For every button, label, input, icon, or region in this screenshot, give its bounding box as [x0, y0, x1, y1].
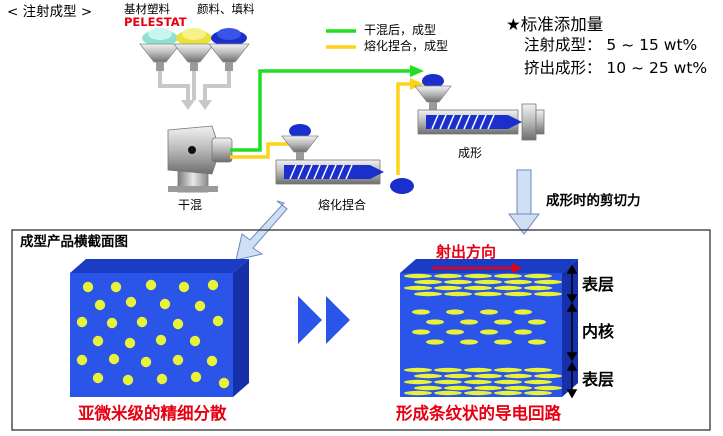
pigment-pile-icon — [211, 28, 247, 46]
layer-brackets — [566, 264, 578, 399]
dosage-injection: 注射成型： 5 ~ 15 wt% — [524, 36, 698, 54]
station-dry-mixing: 干混 — [178, 198, 203, 212]
melt-mix-line — [230, 142, 294, 159]
resin-pile-icon — [142, 28, 178, 46]
product-pile-icon — [176, 28, 212, 46]
diagram-title: < 注射成型 > — [7, 4, 93, 20]
injection-direction-arrow-icon — [432, 263, 522, 273]
legend-dry-mix: 干混后，成型 — [364, 23, 437, 37]
dosage-title: ★标准添加量 — [506, 15, 604, 34]
melt-mix-line-2 — [396, 82, 412, 175]
pigment-label: 颜料、填料 — [197, 2, 255, 16]
product-label: PELESTAT — [124, 15, 187, 29]
station-molding: 成形 — [458, 146, 483, 160]
cross-section-title: 成型产品横截面图 — [20, 234, 128, 250]
molding-machine-icon — [414, 74, 545, 141]
legend-melt-mix: 熔化捏合，成型 — [364, 39, 449, 53]
resin-label: 基材塑料 — [124, 2, 170, 16]
shear-force-arrow-icon — [508, 169, 540, 235]
feed-arrows-icon — [158, 71, 231, 110]
right-caption: 形成条纹状的导电回路 — [396, 404, 561, 423]
material-funnels-icon — [139, 43, 250, 71]
layer-top-label: 表层 — [582, 275, 615, 294]
cross-section-frame — [11, 229, 711, 431]
kneading-extruder-icon — [275, 124, 414, 194]
melt-mix-arrowhead-2 — [410, 78, 424, 90]
left-caption: 亚微米级的精细分散 — [78, 404, 227, 423]
dry-mixer-icon — [167, 125, 233, 193]
injection-direction-label: 射出方向 — [436, 243, 497, 261]
layer-core-label: 内核 — [582, 322, 615, 341]
layer-bottom-label: 表层 — [582, 370, 615, 389]
dry-mix-line — [230, 69, 412, 152]
station-melt-kneading: 熔化捏合 — [318, 198, 367, 212]
striped-circuit-block — [400, 259, 578, 397]
shear-force-label: 成形时的剪切力 — [546, 193, 641, 209]
transition-arrow-icon — [298, 296, 350, 344]
dosage-extrusion: 挤出成形： 10 ~ 25 wt% — [524, 59, 708, 77]
dry-mix-arrowhead — [410, 65, 424, 77]
fine-dispersion-block — [70, 259, 249, 397]
